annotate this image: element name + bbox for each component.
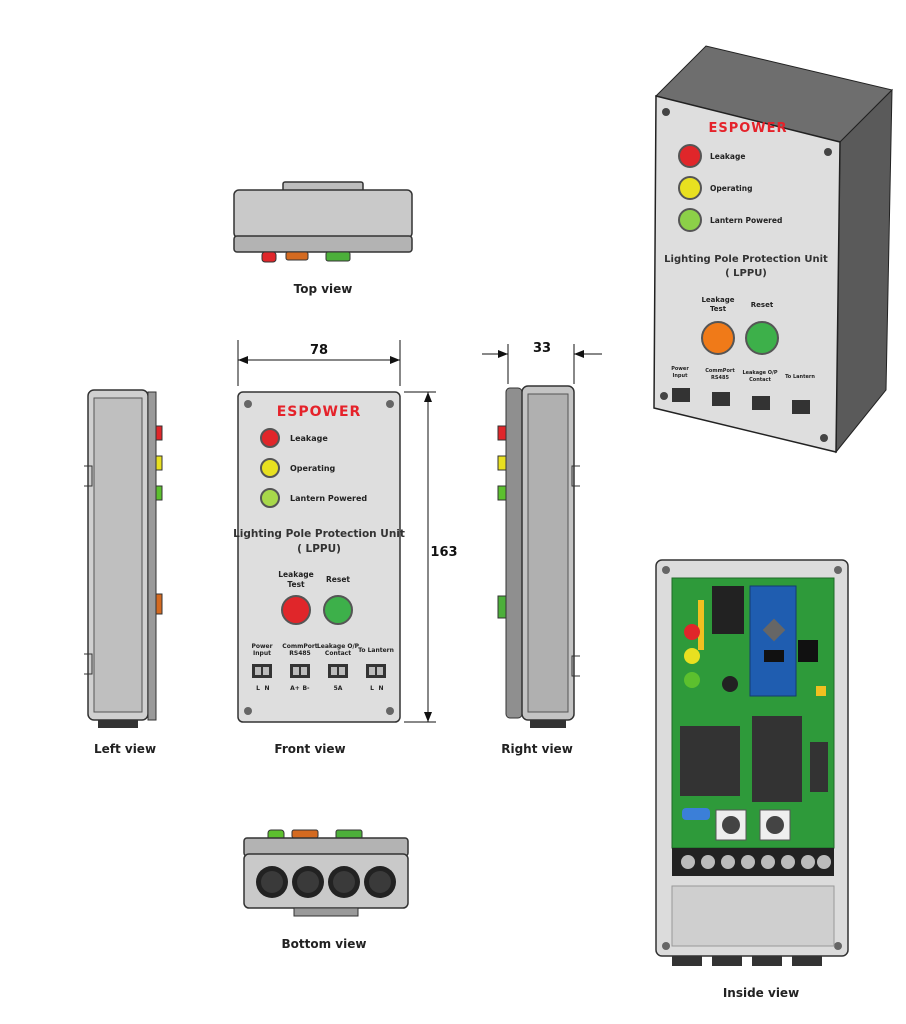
iso-terminal-label: Leakage O/P — [742, 370, 777, 376]
panel-title: Lighting Pole Protection Unit — [233, 528, 405, 540]
pin-label: B- — [302, 685, 310, 692]
bottom-view — [236, 826, 416, 920]
iso-test-label-2: Test — [710, 305, 727, 313]
iso-terminal-label: To Lantern — [785, 374, 815, 380]
iso-indicator-lantern: Lantern Powered — [710, 216, 782, 225]
top-view-caption: Top view — [293, 282, 353, 296]
terminal-label-power-2: Input — [253, 650, 271, 657]
test-button-label-2: Test — [287, 580, 305, 589]
right-view: 33 — [476, 338, 606, 730]
pin-label: A+ — [290, 685, 300, 692]
front-view-caption: Front view — [274, 742, 346, 756]
iso-terminal-label: Contact — [749, 377, 771, 383]
dimension-height: 163 — [430, 545, 457, 560]
iso-indicator-leakage: Leakage — [710, 152, 745, 161]
iso-terminal-label: Power — [671, 366, 689, 372]
right-view-caption: Right view — [501, 742, 573, 756]
iso-indicator-operating: Operating — [710, 184, 752, 193]
indicator-label-lantern: Lantern Powered — [290, 494, 367, 503]
iso-test-label-1: Leakage — [701, 296, 734, 304]
terminal-label-power-1: Power — [251, 643, 272, 650]
iso-title: Lighting Pole Protection Unit — [664, 254, 828, 265]
iso-reset-label: Reset — [751, 301, 774, 309]
inside-view-caption: Inside view — [722, 986, 800, 1000]
left-view-caption: Left view — [93, 742, 157, 756]
dimension-depth: 33 — [533, 341, 551, 356]
terminal-label-leak-1: Leakage O/P — [317, 643, 360, 650]
left-view — [80, 386, 170, 732]
top-view — [228, 180, 418, 270]
indicator-label-operating: Operating — [290, 464, 336, 473]
test-button-label-1: Leakage — [278, 570, 313, 579]
iso-terminal-label: CommPort — [705, 368, 735, 374]
bottom-view-caption: Bottom view — [281, 937, 367, 951]
pin-label: 5A — [334, 685, 343, 692]
reset-button-label: Reset — [326, 575, 350, 584]
iso-subtitle: ( LPPU) — [725, 268, 767, 279]
iso-terminal-label: Input — [673, 373, 689, 379]
terminal-label-comm-1: CommPort — [282, 643, 318, 650]
pin-label: N — [378, 685, 383, 692]
brand-logo: ESPOWER — [277, 404, 362, 420]
dimension-width: 78 — [310, 343, 328, 358]
pin-label: L — [256, 685, 260, 692]
pin-label: N — [264, 685, 269, 692]
terminal-label-comm-2: RS485 — [289, 650, 310, 657]
pin-label: L — [370, 685, 374, 692]
terminal-label-lantern: To Lantern — [358, 647, 394, 654]
inside-view — [652, 556, 852, 976]
front-view: 78 163 ESPOWER Leakage Operating Lantern… — [226, 330, 466, 735]
indicator-label-leakage: Leakage — [290, 434, 328, 443]
iso-brand-logo: ESPOWER — [708, 121, 787, 136]
terminal-label-leak-2: Contact — [325, 650, 351, 657]
iso-terminal-label: RS485 — [711, 375, 729, 381]
isometric-view: ESPOWER Leakage Operating Lantern Powere… — [650, 40, 900, 460]
panel-subtitle: ( LPPU) — [297, 543, 341, 555]
